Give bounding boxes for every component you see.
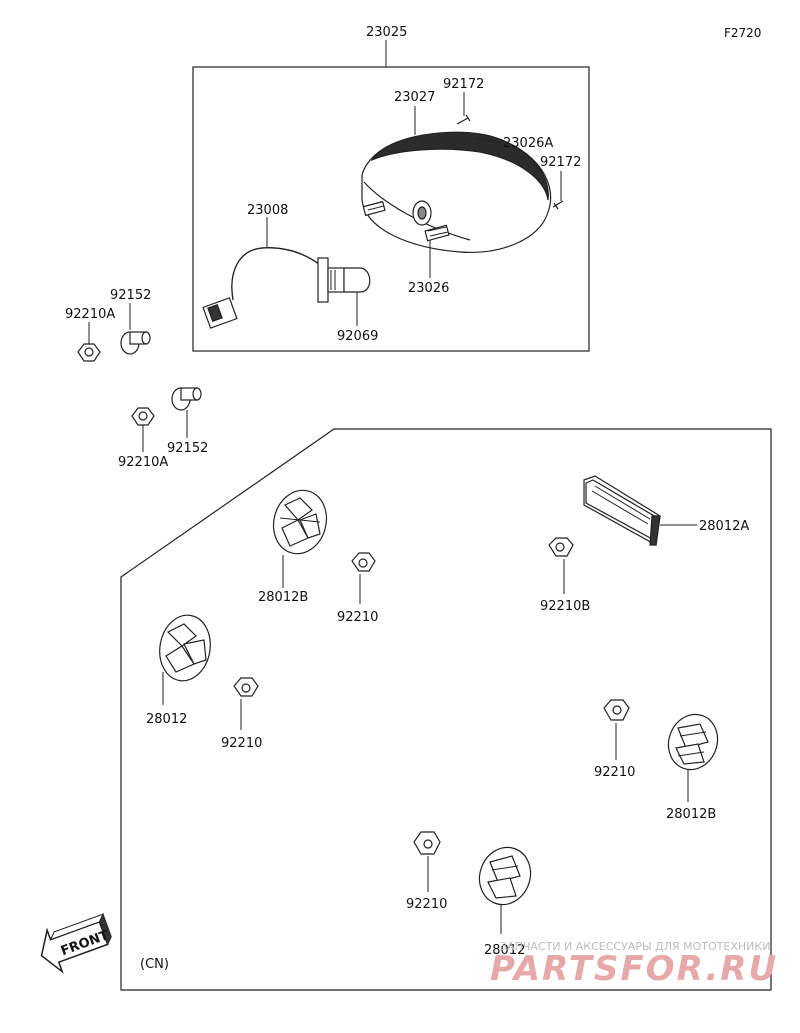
watermark-brand: PARTSFOR.RU (490, 949, 778, 989)
callout-collar-a[interactable]: 92152 (110, 288, 151, 303)
stud-right[interactable] (424, 224, 450, 242)
clip-4-icon[interactable] (413, 831, 441, 855)
nut-a-icon[interactable] (77, 343, 101, 362)
bulb-icon[interactable] (327, 267, 371, 293)
callout-reflector-2[interactable]: 28012 (146, 712, 187, 727)
nut-b-icon[interactable] (131, 407, 155, 426)
callout-nut-a[interactable]: 92210A (65, 307, 115, 322)
callout-reflector-b2[interactable]: 28012B (666, 807, 716, 822)
assembly-frame (192, 66, 590, 352)
reflector-b2-icon[interactable] (661, 707, 725, 776)
callout-reflector-3[interactable]: 28012 (484, 943, 525, 958)
callout-collar-b[interactable]: 92152 (167, 441, 208, 456)
collar-a-icon[interactable] (120, 331, 151, 355)
callout-reflector-main[interactable]: 28012A (699, 519, 749, 534)
callout-reflector-b1[interactable]: 28012B (258, 590, 308, 605)
callout-nut-b[interactable]: 92210A (118, 455, 168, 470)
clip-1-icon[interactable] (351, 552, 376, 572)
callout-clip-1[interactable]: 92210 (337, 610, 378, 625)
region-code: (CN) (140, 957, 169, 972)
callout-clip-4[interactable]: 92210 (406, 897, 447, 912)
callout-stud[interactable]: 23026 (408, 281, 449, 296)
callout-socket[interactable]: 23008 (247, 203, 288, 218)
screw-top-icon[interactable] (456, 114, 471, 125)
socket-wire-icon[interactable] (202, 247, 329, 329)
reflector-3-icon[interactable] (472, 840, 539, 912)
callout-lens[interactable]: 23027 (394, 90, 435, 105)
callout-screw-top[interactable]: 92172 (443, 77, 484, 92)
reflector-b1-icon[interactable] (267, 484, 334, 559)
reflector-main-icon[interactable] (583, 475, 661, 546)
cn-frame (120, 428, 772, 991)
screw-side-icon[interactable] (552, 200, 564, 210)
reflector-2-icon[interactable] (155, 611, 216, 685)
clip-3-icon[interactable] (603, 699, 630, 721)
callout-assembly[interactable]: 23025 (366, 25, 407, 40)
figure-id: F2720 (724, 26, 761, 40)
collar-b-icon[interactable] (171, 387, 202, 411)
callout-clip-2[interactable]: 92210 (221, 736, 262, 751)
callout-gasket[interactable]: 23026A (503, 136, 553, 151)
watermark-tagline: ЗАПЧАСТИ И АКСЕССУАРЫ ДЛЯ МОТОТЕХНИКИ (500, 940, 770, 953)
stud-left[interactable] (362, 200, 386, 217)
callout-clip-3[interactable]: 92210 (594, 765, 635, 780)
callout-bulb[interactable]: 92069 (337, 329, 378, 344)
tail-light-housing[interactable] (361, 131, 552, 253)
callout-screw-side[interactable]: 92172 (540, 155, 581, 170)
gasket-leader (475, 137, 503, 144)
front-arrow-icon: FRONT (40, 912, 112, 974)
clip-2-icon[interactable] (233, 677, 259, 697)
callout-clip-b[interactable]: 92210B (540, 599, 590, 614)
clip-b-icon[interactable] (548, 537, 574, 557)
